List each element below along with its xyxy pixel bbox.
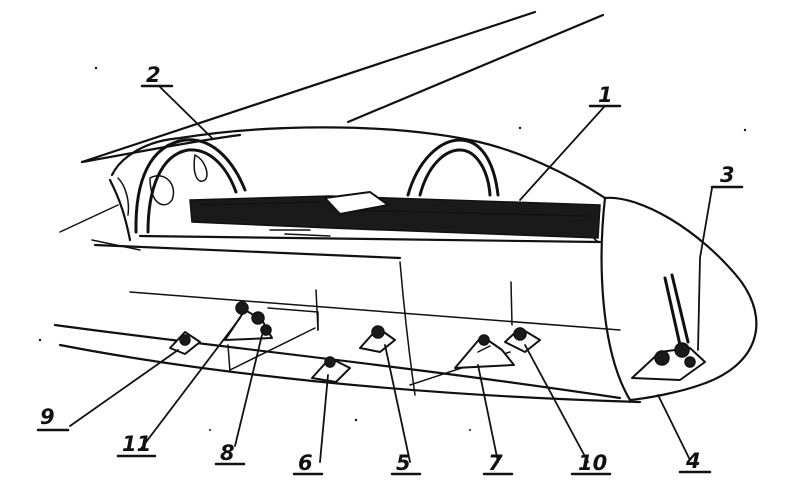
fittings xyxy=(169,273,706,383)
canopy xyxy=(110,126,758,402)
canopy-frames xyxy=(134,138,500,234)
callout-9: 9 xyxy=(36,405,70,432)
svg-text:9: 9 xyxy=(40,405,55,429)
svg-text:4: 4 xyxy=(685,449,701,473)
fitting-11 xyxy=(224,301,273,341)
callout-1: 1 xyxy=(588,83,622,108)
fitting-7 xyxy=(454,334,515,369)
svg-text:6: 6 xyxy=(298,451,313,475)
fitting-10 xyxy=(504,327,541,353)
callout-10: 10 xyxy=(570,451,612,476)
callout-4: 4 xyxy=(678,449,712,474)
callout-11: 11 xyxy=(116,432,157,458)
leader-lines xyxy=(69,86,713,463)
svg-text:8: 8 xyxy=(220,441,235,465)
svg-text:10: 10 xyxy=(578,451,607,475)
callout-7: 7 xyxy=(482,451,514,476)
fuselage-outline xyxy=(53,133,642,404)
callout-8: 8 xyxy=(214,441,246,466)
svg-text:5: 5 xyxy=(396,451,411,475)
svg-text:2: 2 xyxy=(146,63,161,87)
wing-outline xyxy=(59,10,605,233)
fitting-3-4 xyxy=(631,273,706,381)
callout-5: 5 xyxy=(390,451,422,476)
callout-labels: 2 1 3 9 11 8 6 5 xyxy=(36,63,744,476)
callout-3: 3 xyxy=(710,163,744,189)
svg-text:1: 1 xyxy=(598,83,613,107)
fitting-5 xyxy=(359,325,396,353)
svg-text:3: 3 xyxy=(720,163,735,187)
fitting-9 xyxy=(169,331,201,355)
svg-text:11: 11 xyxy=(122,432,151,456)
scan-specks xyxy=(38,66,747,431)
svg-text:7: 7 xyxy=(488,451,503,475)
callout-2: 2 xyxy=(140,63,174,88)
callout-6: 6 xyxy=(292,451,324,476)
canopy-rail xyxy=(189,191,601,239)
